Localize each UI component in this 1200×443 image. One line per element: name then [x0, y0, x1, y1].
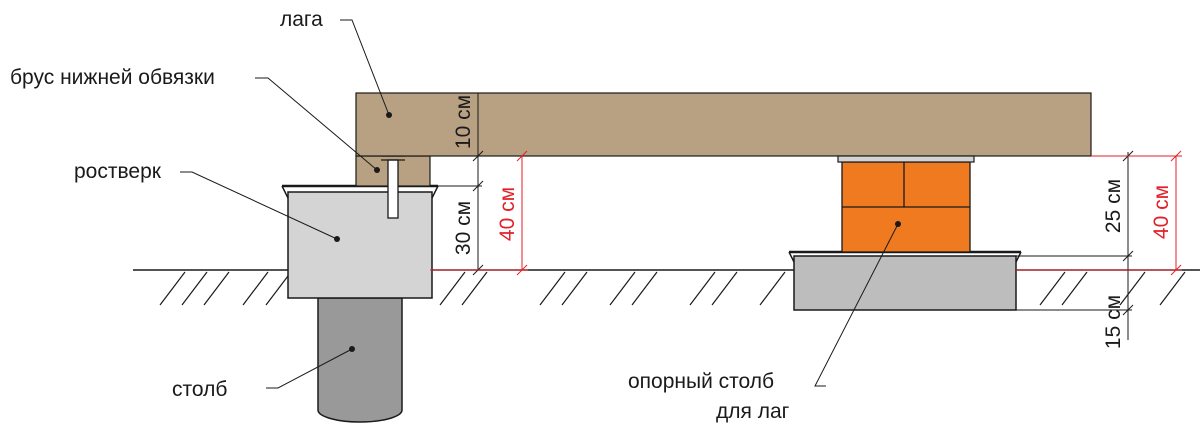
label-grillage: ростверк: [74, 160, 162, 183]
leader-lines: [180, 19, 899, 389]
dim-left-total: 40 см: [496, 187, 519, 241]
dim-right-pillar: 25 см: [1102, 179, 1125, 233]
ground-hatching: [159, 271, 1186, 306]
grillage: [281, 184, 439, 299]
red-dimension-lines: [430, 150, 1182, 276]
label-support-pillar-line2: для лаг: [716, 400, 790, 423]
label-joist: лага: [280, 8, 323, 31]
pile: [317, 297, 403, 423]
brick-pillar: [837, 155, 975, 253]
dim-right-total: 40 см: [1150, 185, 1173, 239]
dim-right-depth: 15 см: [1102, 295, 1125, 349]
dim-left-height: 30 см: [452, 201, 475, 255]
support-slab: [788, 250, 1022, 311]
label-pile: столб: [172, 378, 227, 401]
label-support-pillar-line1: опорный столб: [628, 370, 774, 393]
label-rim-beam: брус нижней обвязки: [10, 66, 215, 89]
dim-joist-thickness: 10 см: [452, 95, 475, 149]
